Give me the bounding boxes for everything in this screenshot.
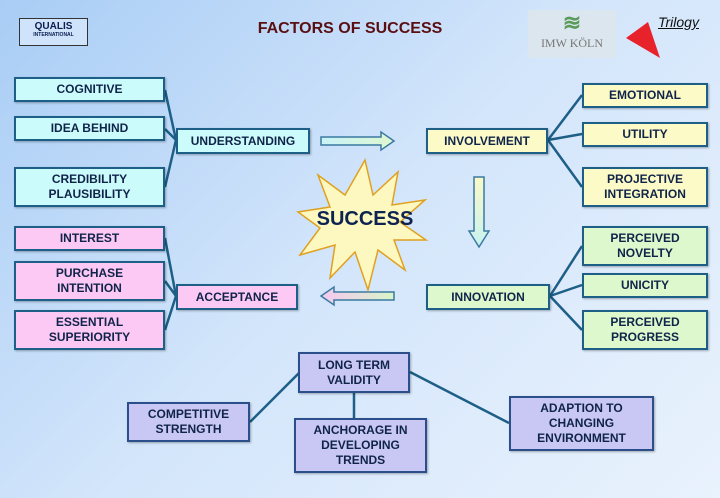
connector	[164, 128, 177, 141]
factor-cognitive: COGNITIVE	[14, 77, 165, 102]
connector	[546, 139, 584, 188]
starburst-icon	[296, 157, 429, 293]
imw-logo-mark-icon: ≋	[562, 10, 582, 35]
connector	[163, 295, 178, 331]
connector	[547, 132, 583, 142]
factor-purchase-intention: PURCHASE INTENTION	[14, 261, 165, 301]
factor-projective-integration: PROJECTIVE INTEGRATION	[582, 167, 708, 207]
connector	[163, 280, 178, 297]
connector	[249, 371, 301, 423]
imw-logo: ≋IMW KÖLN	[528, 10, 616, 58]
factor-perceived-novelty: PERCEIVED NOVELTY	[582, 226, 708, 266]
center-success: SUCCESS	[316, 208, 414, 230]
qualis-logo-subtext: INTERNATIONAL	[33, 32, 74, 38]
factor-competitive-strength: COMPETITIVE STRENGTH	[127, 402, 250, 442]
factor-adaption: ADAPTION TO CHANGING ENVIRONMENT	[509, 396, 654, 451]
factor-utility: UTILITY	[582, 122, 708, 147]
arrow-down-icon	[467, 176, 491, 249]
factor-anchorage: ANCHORAGE IN DEVELOPING TRENDS	[294, 418, 427, 473]
connector	[549, 295, 583, 331]
factor-essential-superiority: ESSENTIAL SUPERIORITY	[14, 310, 165, 350]
connector	[548, 245, 584, 297]
connector	[163, 89, 178, 141]
trilogy-logo-text: Trilogy	[658, 14, 699, 30]
arrow-left-icon	[319, 285, 395, 307]
hub-innovation: INNOVATION	[426, 284, 550, 310]
qualis-logo-text: QUALIS	[34, 21, 73, 32]
hub-acceptance: ACCEPTANCE	[176, 284, 298, 310]
factor-idea-behind: IDEA BEHIND	[14, 116, 165, 141]
connector	[547, 94, 583, 141]
hub-involvement: INVOLVEMENT	[426, 128, 548, 154]
imw-logo-text: IMW KÖLN	[540, 36, 604, 50]
factor-interest: INTEREST	[14, 226, 165, 251]
arrow-right-icon	[320, 130, 396, 152]
page-title: FACTORS OF SUCCESS	[257, 20, 443, 37]
factor-unicity: UNICITY	[582, 273, 708, 298]
connector	[163, 237, 178, 297]
connector	[549, 283, 583, 298]
connector	[409, 370, 510, 425]
factor-perceived-progress: PERCEIVED PROGRESS	[582, 310, 708, 350]
hub-long-term-validity: LONG TERM VALIDITY	[298, 352, 410, 393]
factor-credibility: CREDIBILITY PLAUSIBILITY	[14, 167, 165, 207]
factor-emotional: EMOTIONAL	[582, 83, 708, 108]
connector	[163, 139, 178, 188]
hub-understanding: UNDERSTANDING	[176, 128, 310, 154]
